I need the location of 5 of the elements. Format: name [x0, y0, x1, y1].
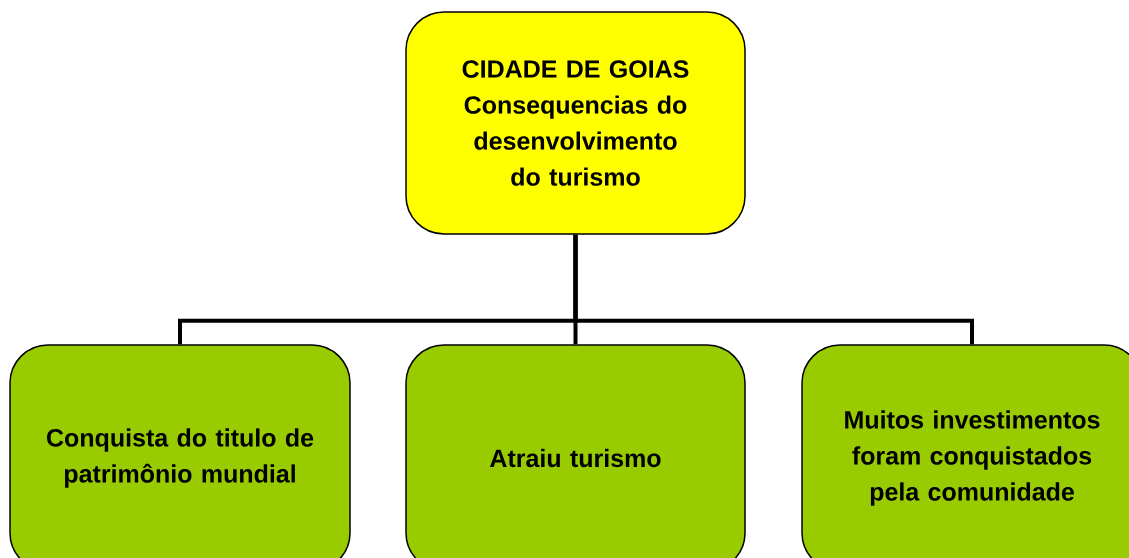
topic-box: Atraiu turismo: [405, 344, 746, 558]
connector-line: [573, 234, 974, 345]
title-box: CIDADE DE GOIAS Consequencias do desenvolvimento do turismo: [405, 11, 746, 235]
topic-box: Muitos investimentos foram conquistados pela comunidade: [801, 344, 1129, 558]
topic-box: Conquista do titulo de patrimônio mundial: [9, 344, 351, 558]
